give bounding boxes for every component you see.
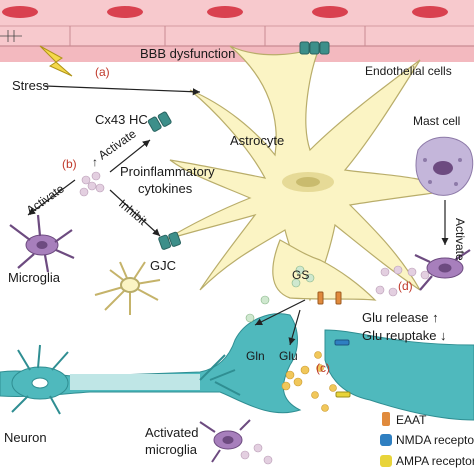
endothelial-label: Endothelial cells (365, 64, 452, 78)
label-c: (c) (316, 361, 330, 375)
activated-microglia-label-1: Activated (145, 425, 198, 440)
up-arrow-1: ↑ (92, 155, 98, 169)
activated-microglia-bottom (199, 419, 251, 463)
microglia-label: Microglia (8, 270, 61, 285)
label-b: (b) (62, 157, 77, 171)
glutamate-dots (281, 351, 337, 412)
legend-swatch-ampa (380, 455, 392, 467)
ampa-icon (335, 391, 351, 398)
blood-vessel (0, 0, 474, 62)
red-blood-cells (2, 6, 448, 18)
activate-label-1: Activate (96, 126, 139, 162)
channel-icon (147, 41, 330, 250)
arrows (27, 85, 449, 346)
eaat-icon (317, 291, 342, 305)
gln-label: Gln (246, 349, 265, 363)
legend-swatch-eaat (382, 412, 390, 426)
gjc-label: GJC (150, 258, 176, 273)
legend-label-eaat: EAAT (396, 413, 427, 427)
glu-label: Glu (279, 349, 298, 363)
label-a: (a) (95, 65, 110, 79)
cytokines-label-1: Proinflammatory (120, 164, 215, 179)
activated-microglia-label-2: microglia (145, 442, 198, 457)
inhibit-label: Inhibit (116, 197, 150, 229)
label-d: (d) (398, 279, 413, 293)
astrocyte-label: Astrocyte (230, 133, 284, 148)
cytokines-label-2: cytokines (138, 181, 193, 196)
neuron-label: Neuron (4, 430, 47, 445)
neuron (0, 313, 474, 421)
legend-label-ampa: AMPA receptor (396, 454, 474, 468)
legend-swatch-nmda (380, 434, 392, 446)
legend: EAAT NMDA receptor AMPA receptor (380, 412, 474, 468)
microglia-icon (9, 214, 75, 273)
lightning-icon (39, 45, 73, 77)
cytokine-dots (79, 171, 430, 465)
nmda-icon (334, 339, 350, 346)
activated-microglia-right (414, 249, 471, 291)
glu-reuptake-label: Glu reuptake ↓ (362, 328, 447, 343)
resting-glia (94, 261, 161, 315)
bbb-label: BBB dysfunction (140, 46, 235, 61)
glu-release-label: Glu release ↑ (362, 310, 439, 325)
mast-cell-label: Mast cell (413, 114, 460, 128)
stress-label: Stress (12, 78, 49, 93)
mast-cell-icon (415, 136, 474, 196)
gs-label: GS (292, 268, 309, 282)
cx43-label: Cx43 HC (95, 112, 148, 127)
legend-label-nmda: NMDA receptor (396, 433, 474, 447)
activate-label-3: Activate (453, 218, 467, 261)
activate-label-2: Activate (24, 181, 67, 217)
gln-dots (245, 265, 315, 323)
